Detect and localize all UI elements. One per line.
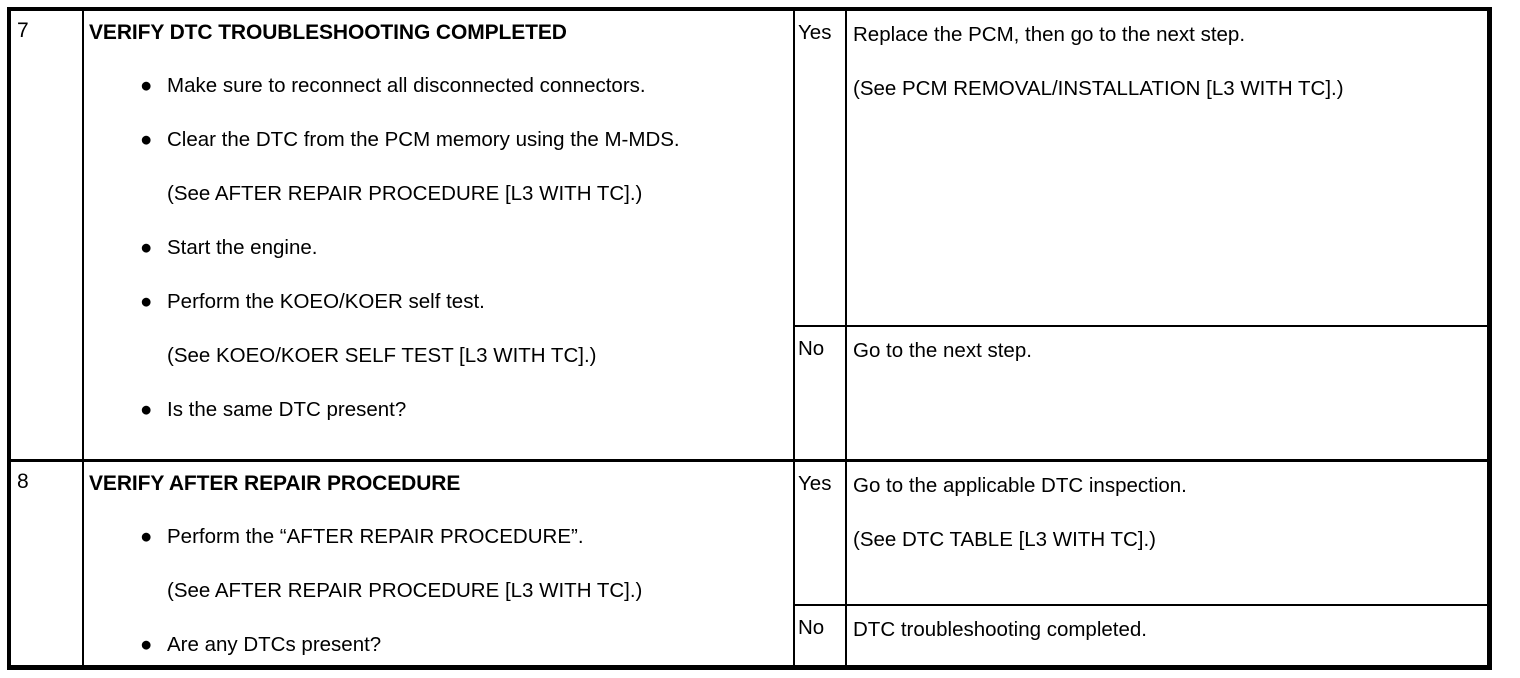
answer-line: Go to the next step.: [853, 339, 1032, 362]
answer-row-yes: Yes Replace the PCM, then go to the next…: [795, 11, 1487, 327]
bullet-icon: ●: [140, 128, 153, 151]
answer-action-no: DTC troubleshooting completed.: [847, 606, 1487, 665]
answer-line: Go to the applicable DTC inspection.: [853, 474, 1187, 497]
list-item: ● Clear the DTC from the PCM memory usin…: [89, 125, 783, 154]
inspection-description-cell: VERIFY AFTER REPAIR PROCEDURE ● Perform …: [84, 462, 795, 665]
answer-reference: (See PCM REMOVAL/INSTALLATION [L3 WITH T…: [853, 77, 1344, 100]
list-item: ● Make sure to reconnect all disconnecte…: [89, 71, 783, 100]
answer-row-no: No Go to the next step.: [795, 327, 1487, 459]
list-item: ● Perform the KOEO/KOER self test.: [89, 287, 783, 316]
answers-column: Yes Replace the PCM, then go to the next…: [795, 11, 1487, 459]
list-item-label: Perform the “AFTER REPAIR PROCEDURE”.: [167, 525, 584, 548]
answer-line: DTC troubleshooting completed.: [853, 618, 1147, 641]
inspection-step-list: ● Perform the “AFTER REPAIR PROCEDURE”. …: [89, 522, 783, 659]
bullet-icon: ●: [140, 236, 153, 259]
list-item-label: Make sure to reconnect all disconnected …: [167, 74, 646, 97]
answers-column: Yes Go to the applicable DTC inspection.…: [795, 462, 1487, 665]
dtc-troubleshooting-table: 7 VERIFY DTC TROUBLESHOOTING COMPLETED ●…: [7, 7, 1492, 670]
list-item-label: Clear the DTC from the PCM memory using …: [167, 128, 680, 151]
list-item: ● Perform the “AFTER REPAIR PROCEDURE”.: [89, 522, 783, 551]
table-row: 8 VERIFY AFTER REPAIR PROCEDURE ● Perfor…: [11, 462, 1487, 665]
answer-label-no: No: [795, 327, 847, 459]
answer-label-yes: Yes: [795, 11, 847, 325]
answer-action-no: Go to the next step.: [847, 327, 1487, 459]
list-item-label: Perform the KOEO/KOER self test.: [167, 290, 485, 313]
table-row: 7 VERIFY DTC TROUBLESHOOTING COMPLETED ●…: [11, 11, 1487, 462]
bullet-icon: ●: [140, 398, 153, 421]
answer-row-no: No DTC troubleshooting completed.: [795, 606, 1487, 665]
list-item-note: (See KOEO/KOER SELF TEST [L3 WITH TC].): [167, 344, 597, 367]
bullet-icon: ●: [140, 525, 153, 548]
answer-row-yes: Yes Go to the applicable DTC inspection.…: [795, 462, 1487, 606]
step-number-cell: 8: [11, 462, 84, 665]
answer-action-yes: Go to the applicable DTC inspection. (Se…: [847, 462, 1487, 604]
list-item-label: Start the engine.: [167, 236, 318, 259]
list-item: ● Is the same DTC present?: [89, 395, 783, 424]
list-item: ● Start the engine.: [89, 233, 783, 262]
list-item-label: Are any DTCs present?: [167, 633, 382, 656]
step-number-cell: 7: [11, 11, 84, 459]
bullet-icon: ●: [140, 74, 153, 97]
answer-label-no: No: [795, 606, 847, 665]
list-item-note: (See AFTER REPAIR PROCEDURE [L3 WITH TC]…: [167, 182, 643, 205]
inspection-step-list: ● Make sure to reconnect all disconnecte…: [89, 71, 783, 424]
inspection-description-cell: VERIFY DTC TROUBLESHOOTING COMPLETED ● M…: [84, 11, 795, 459]
bullet-icon: ●: [140, 290, 153, 313]
step-number: 7: [17, 19, 29, 42]
step-number: 8: [17, 470, 29, 493]
answer-label-yes: Yes: [795, 462, 847, 604]
bullet-icon: ●: [140, 633, 153, 656]
answer-reference: (See DTC TABLE [L3 WITH TC].): [853, 528, 1157, 551]
answer-line: Replace the PCM, then go to the next ste…: [853, 23, 1246, 46]
inspection-title: VERIFY AFTER REPAIR PROCEDURE: [89, 472, 461, 495]
inspection-title: VERIFY DTC TROUBLESHOOTING COMPLETED: [89, 21, 567, 44]
list-item: ● Are any DTCs present?: [89, 630, 783, 659]
list-item-label: Is the same DTC present?: [167, 398, 407, 421]
answer-action-yes: Replace the PCM, then go to the next ste…: [847, 11, 1487, 325]
list-item-note: (See AFTER REPAIR PROCEDURE [L3 WITH TC]…: [167, 579, 643, 602]
